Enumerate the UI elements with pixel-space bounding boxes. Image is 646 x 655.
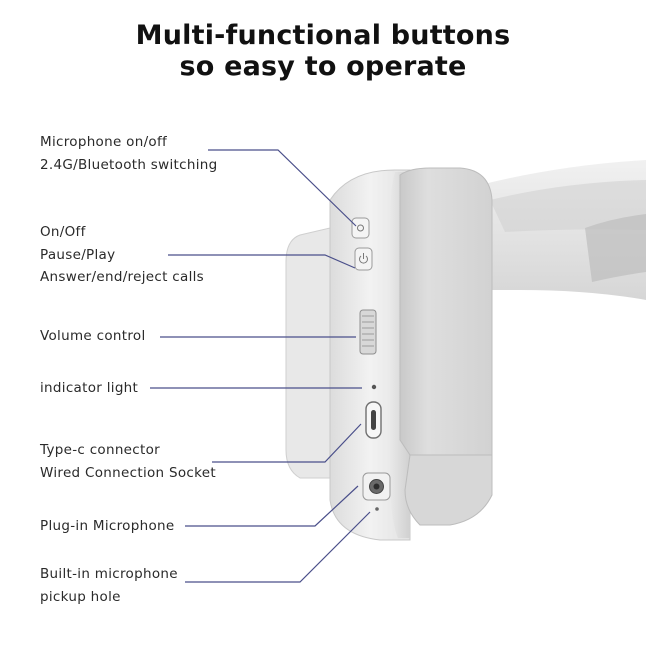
callout-power-line-1: On/Off	[40, 224, 86, 240]
callout-plugin-mic: Plug-in Microphone	[40, 517, 174, 535]
callout-builtin-mic-line-1: Built-in microphone	[40, 566, 178, 582]
callout-typec-line-2: Wired Connection Socket	[40, 464, 216, 481]
page-title: Multi-functional buttons so easy to oper…	[0, 20, 646, 82]
callout-builtin-mic: Built-in microphone pickup hole	[40, 563, 178, 608]
leader-plugin-mic	[185, 485, 359, 527]
callout-mic-switch-line-1: Microphone on/off	[40, 134, 168, 150]
callout-typec-line-1: Type-c connector	[40, 442, 161, 458]
callout-power: On/Off Pause/Play Answer/end/reject call…	[40, 221, 204, 289]
title-line-2: so easy to operate	[179, 51, 467, 82]
leader-typec	[212, 423, 362, 463]
callout-plugin-mic-line-1: Plug-in Microphone	[40, 518, 175, 534]
callout-power-line-2: Pause/Play	[40, 246, 116, 263]
indicator-light	[371, 384, 377, 390]
mic-pickup-hole	[375, 507, 379, 511]
callout-power-line-3: Answer/end/reject calls	[40, 269, 205, 285]
leader-lines	[150, 149, 371, 583]
rear-ear-cup	[285, 227, 331, 479]
title-line-1: Multi-functional buttons	[135, 20, 511, 51]
headband	[470, 160, 646, 300]
mic-switch-button	[351, 217, 370, 239]
callout-volume: Volume control	[40, 327, 146, 345]
ear-pad	[399, 167, 493, 526]
callout-indicator: indicator light	[40, 379, 138, 397]
callout-typec: Type-c connector Wired Connection Socket	[40, 439, 216, 484]
callout-mic-switch-line-2: 2.4G/Bluetooth switching	[40, 156, 218, 173]
leader-builtin-mic	[185, 511, 371, 583]
mic-jack	[362, 472, 391, 501]
typec-port	[365, 401, 382, 439]
leader-mic-switch	[208, 149, 357, 227]
power-button	[354, 247, 373, 271]
callout-volume-line-1: Volume control	[40, 328, 146, 344]
callout-builtin-mic-line-2: pickup hole	[40, 588, 121, 605]
callout-mic-switch: Microphone on/off 2.4G/Bluetooth switchi…	[40, 131, 217, 176]
callout-indicator-line-1: indicator light	[40, 380, 139, 396]
volume-wheel	[359, 309, 377, 355]
leader-power	[168, 254, 356, 269]
